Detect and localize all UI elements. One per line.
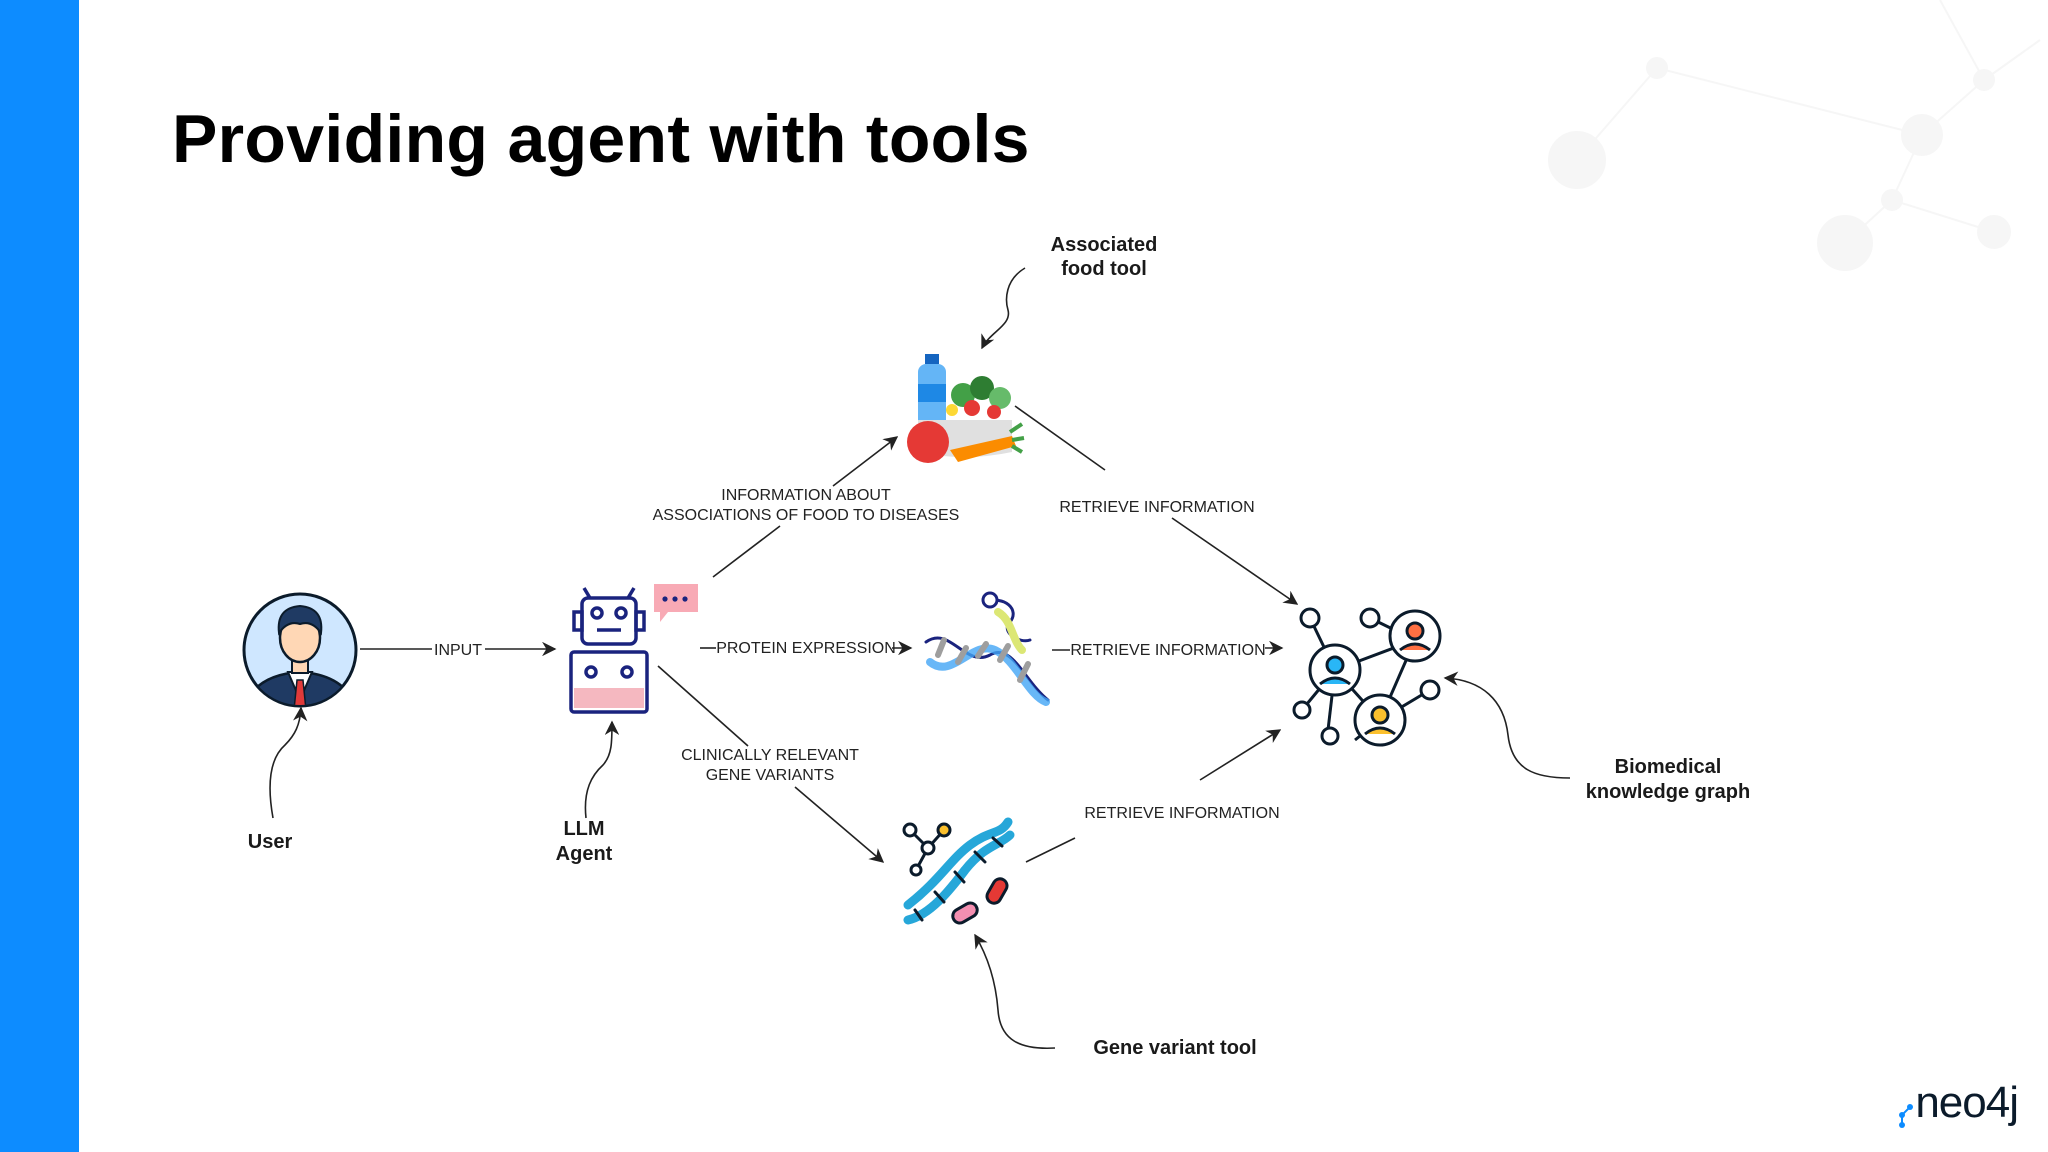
gene-tool-label: Gene variant tool: [1093, 1037, 1256, 1059]
food-tool-label-line1: Associated: [1051, 234, 1158, 256]
edge-label-retrieve-top: RETRIEVE INFORMATION: [1059, 499, 1254, 516]
edge-label-gene-variants-line1: CLINICALLY RELEVANT: [681, 747, 859, 764]
slide-title: Providing agent with tools: [172, 101, 1030, 177]
edge-label-food-info-line1: INFORMATION ABOUT: [721, 487, 891, 504]
logo-text: neo4j: [1915, 1078, 2019, 1127]
food-tool-label-line2: food tool: [1061, 258, 1147, 280]
edge-label-retrieve-bottom: RETRIEVE INFORMATION: [1084, 805, 1279, 822]
user-label: User: [248, 831, 293, 853]
food-icon: [907, 354, 1025, 463]
network-decoration-icon: [1548, 0, 2041, 271]
edge-label-gene-variants-line2: GENE VARIANTS: [706, 767, 835, 784]
llm-agent-label-line1: LLM: [563, 818, 604, 840]
accent-bar: [0, 0, 79, 1152]
edge-label-retrieve-mid: RETRIEVE INFORMATION: [1070, 642, 1265, 659]
edge-label-protein-expression: PROTEIN EXPRESSION: [716, 640, 896, 657]
knowledge-graph-icon: [1292, 607, 1442, 747]
robot-icon: [569, 587, 649, 714]
neo4j-logo-icon: [1897, 1090, 1915, 1129]
protein-helix-icon: [924, 591, 1050, 706]
kg-label-line2: knowledge graph: [1586, 781, 1750, 803]
edge-label-input: INPUT: [434, 642, 482, 659]
edge-label-food-info-line2: ASSOCIATIONS OF FOOD TO DISEASES: [653, 507, 960, 524]
llm-agent-label-line2: Agent: [556, 843, 613, 865]
user-avatar-icon: [242, 592, 358, 708]
dna-icon: [902, 817, 1015, 925]
kg-label-line1: Biomedical: [1615, 756, 1722, 778]
neo4j-logo: neo4j: [1897, 1078, 2019, 1129]
chat-bubble-icon: [654, 584, 698, 622]
